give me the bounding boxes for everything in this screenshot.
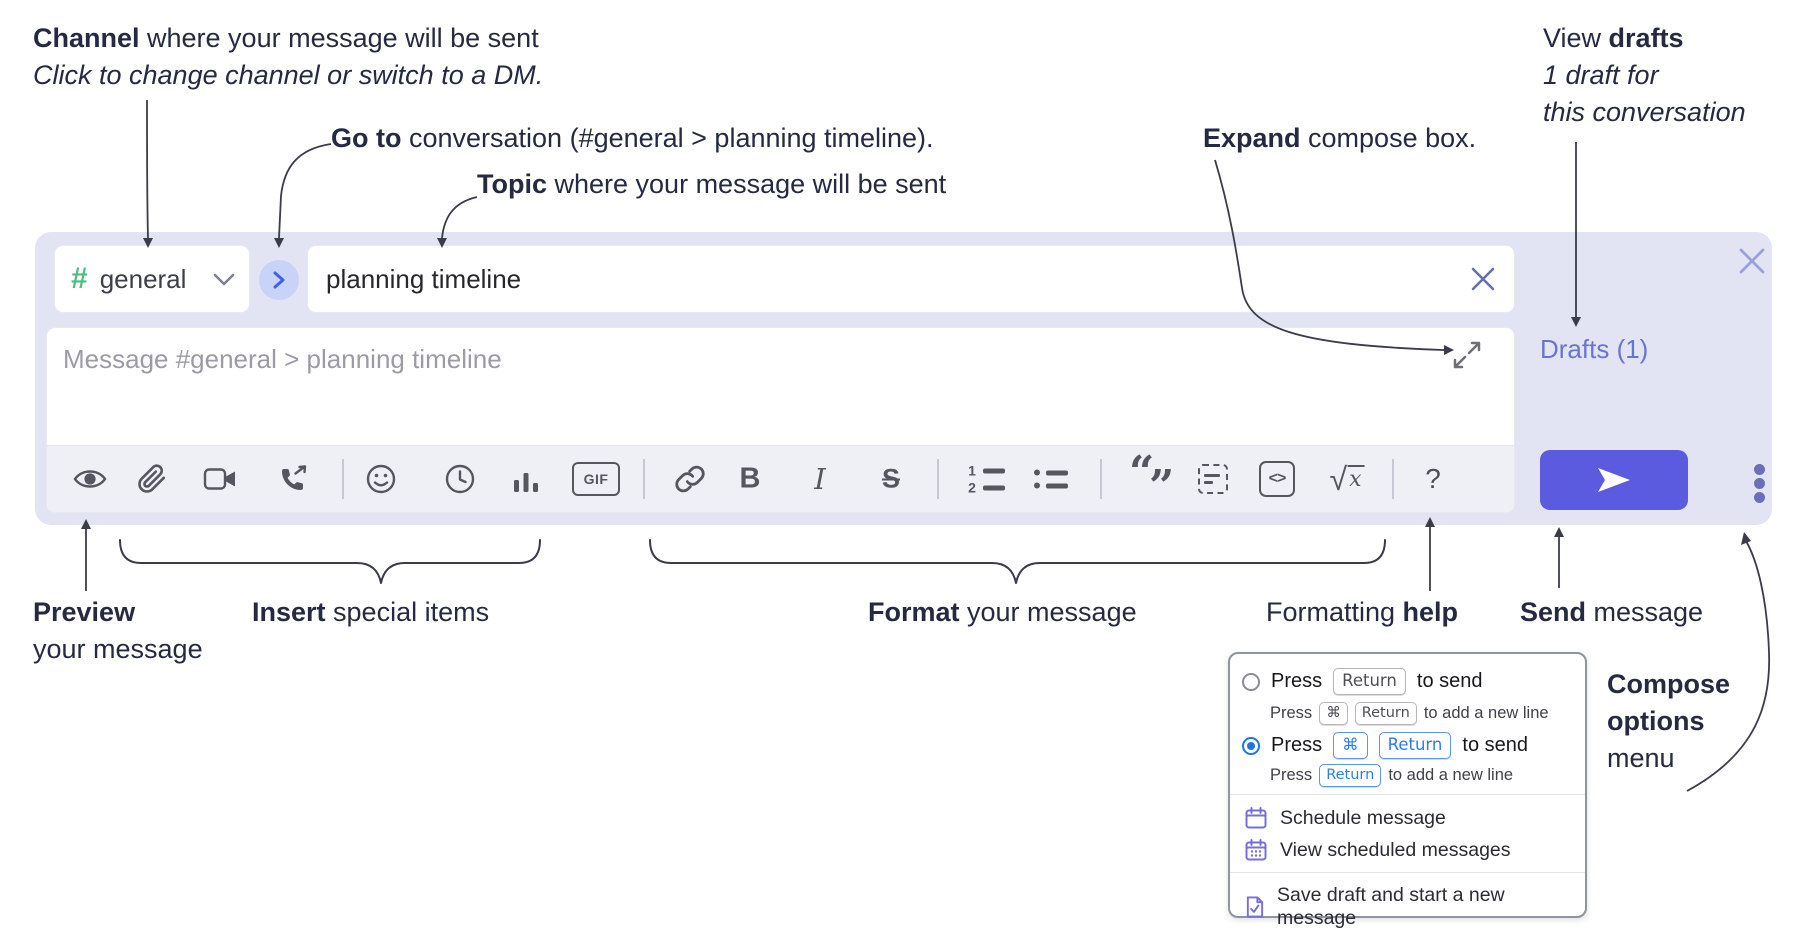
numbered-list-icon: 1 2 (967, 464, 1005, 495)
strikethrough-button[interactable]: S (882, 464, 900, 495)
smiley-icon (366, 464, 396, 494)
channel-name: general (99, 263, 187, 294)
audio-call-button[interactable] (278, 464, 308, 494)
gif-icon: GIF (572, 462, 620, 496)
bar-chart-icon (514, 473, 538, 492)
channel-selector[interactable]: # general (54, 245, 250, 313)
format-annotation: Format your message (868, 597, 1137, 627)
close-icon (1739, 248, 1765, 274)
bold-button[interactable]: B (740, 463, 761, 496)
preview-annotation: Preview your message (33, 597, 203, 664)
topic-input-box (307, 245, 1515, 313)
save-draft-icon (1246, 896, 1264, 918)
calendar-icon (1245, 807, 1267, 829)
toolbar-divider (342, 459, 344, 499)
chevron-right-icon (273, 271, 285, 289)
code-icon: <> (1259, 461, 1295, 497)
channel-annotation: Channel where your message will be sent … (33, 23, 544, 90)
clock-icon (445, 464, 475, 494)
math-button[interactable]: √ x (1330, 463, 1365, 495)
compose-options-button[interactable] (1747, 461, 1771, 505)
send-annotation: Send message (1520, 597, 1704, 627)
expand-annotation: Expand compose box. (1203, 123, 1477, 153)
close-icon (1471, 267, 1495, 291)
menu-item-schedule-message[interactable]: Schedule message (1244, 806, 1575, 830)
hash-icon: # (71, 262, 88, 295)
toolbar-divider (1100, 459, 1102, 499)
quote-button[interactable]: “ ” (1129, 447, 1175, 512)
video-call-button[interactable] (203, 466, 237, 492)
view-drafts-annotation: View drafts 1 draft for this conversatio… (1543, 23, 1746, 127)
preview-message-button[interactable] (72, 466, 108, 492)
paperclip-icon (138, 464, 166, 493)
quote-icon: “ ” (1129, 447, 1175, 512)
phone-call-icon (282, 465, 307, 490)
clear-topic-button[interactable] (1468, 264, 1498, 294)
spoiler-button[interactable] (1198, 464, 1228, 494)
add-poll-button[interactable] (512, 465, 540, 493)
expand-icon (1453, 341, 1481, 369)
expand-compose-button[interactable] (1452, 340, 1482, 370)
topic-input[interactable] (324, 262, 1468, 296)
send-icon (1598, 468, 1630, 492)
strikethrough-icon: S (881, 463, 901, 494)
add-global-time-button[interactable] (444, 463, 476, 495)
toolbar-divider (937, 459, 939, 499)
drafts-link[interactable]: Drafts (1) (1540, 334, 1649, 364)
question-mark-icon: ? (1425, 463, 1441, 494)
toolbar-divider (1392, 459, 1394, 499)
go-to-conversation-button[interactable] (259, 260, 299, 300)
spoiler-icon (1198, 464, 1228, 494)
chevron-down-icon (213, 273, 235, 285)
eye-icon (73, 470, 107, 488)
formatting-help-button[interactable]: ? (1425, 463, 1441, 495)
video-camera-icon (203, 468, 235, 490)
close-compose-button[interactable] (1737, 246, 1767, 276)
emoji-button[interactable] (365, 463, 397, 495)
message-area: GIF B I S (46, 327, 1515, 513)
link-icon (675, 465, 705, 493)
menu-divider (1230, 794, 1585, 795)
calendar-dots-icon (1245, 839, 1267, 861)
message-input[interactable] (61, 338, 1454, 380)
menu-item-save-draft[interactable]: Save draft and start a new message (1244, 884, 1575, 930)
numbered-list-button[interactable]: 1 2 (967, 464, 1005, 495)
formatting-help-annotation: Formatting help (1266, 597, 1459, 627)
italic-button[interactable]: I (814, 462, 825, 496)
radio-selected-icon[interactable] (1242, 736, 1260, 755)
link-button[interactable] (674, 463, 706, 495)
send-button[interactable] (1540, 450, 1688, 510)
attach-file-button[interactable] (137, 464, 167, 494)
code-button[interactable]: <> (1259, 461, 1295, 497)
goto-annotation: Go to conversation (#general > planning … (331, 123, 934, 153)
topic-annotation: Topic where your message will be sent (477, 169, 947, 199)
insert-annotation: Insert special items (252, 597, 490, 627)
bulleted-list-button[interactable] (1034, 469, 1068, 489)
menu-item-view-scheduled[interactable]: View scheduled messages (1244, 838, 1575, 862)
italic-icon: I (814, 462, 826, 496)
gif-button[interactable]: GIF (572, 462, 620, 496)
radio-unselected-icon[interactable] (1242, 672, 1260, 691)
compose-options-annotation: Compose options menu (1607, 669, 1731, 773)
ellipsis-icon (1753, 463, 1765, 475)
compose-box: # general (35, 232, 1772, 525)
bulleted-list-icon (1034, 469, 1068, 489)
compose-toolbar: GIF B I S (47, 445, 1514, 512)
toolbar-divider (643, 459, 645, 499)
menu-divider (1230, 872, 1585, 873)
bold-icon: B (739, 462, 761, 495)
math-icon: √ x (1330, 463, 1365, 495)
